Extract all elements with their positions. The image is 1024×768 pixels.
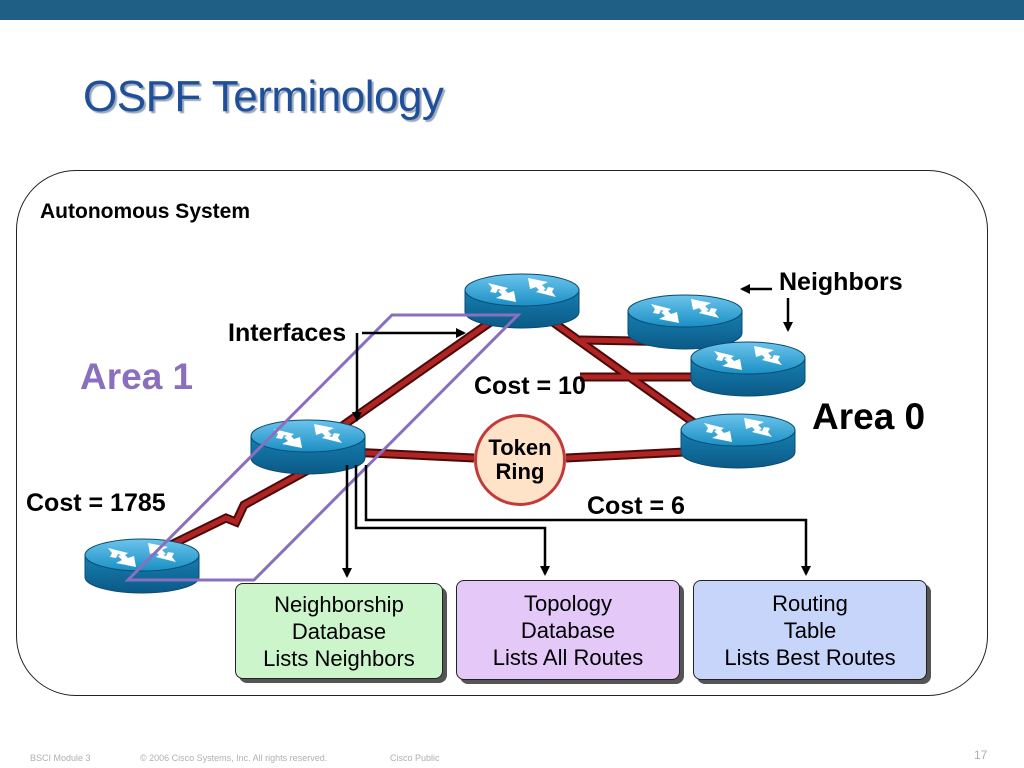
topology-database-label: Topology Database Lists All Routes [492,590,644,670]
router-icon [680,413,796,469]
area1-label: Area 1 [80,356,194,397]
area1-boundary [124,313,522,582]
routing-table-box: Routing Table Lists Best Routes [693,580,927,680]
router-icon [690,341,806,397]
interfaces-label: Interfaces [228,319,347,347]
neighborship-database-box: Neighborship Database Lists Neighbors [235,583,443,679]
page-number: 17 [974,748,988,762]
footer-copyright: © 2006 Cisco Systems, Inc. All rights re… [140,753,328,763]
autonomous-system-boundary [16,170,988,696]
header-bar [0,0,1024,20]
area0-label: Area 0 [812,396,926,437]
footer-classification: Cisco Public [390,753,440,763]
cost-6-label: Cost = 6 [587,492,685,520]
autonomous-system-label: Autonomous System [40,200,251,223]
page-title: OSPF Terminology [83,72,444,121]
routing-table-label: Routing Table Lists Best Routes [724,590,896,670]
cost-1785-label: Cost = 1785 [26,489,166,517]
cost-10-label: Cost = 10 [474,372,586,400]
neighbors-label: Neighbors [779,268,903,296]
topology-database-box: Topology Database Lists All Routes [456,580,680,680]
footer-module: BSCI Module 3 [30,753,91,763]
neighborship-database-label: Neighborship Database Lists Neighbors [263,591,415,671]
token-ring-label: Token Ring [488,435,552,484]
router-icon [627,294,743,350]
token-ring-node: Token Ring [474,414,566,506]
annotation-arrows [342,284,811,578]
router-icon [464,273,580,329]
